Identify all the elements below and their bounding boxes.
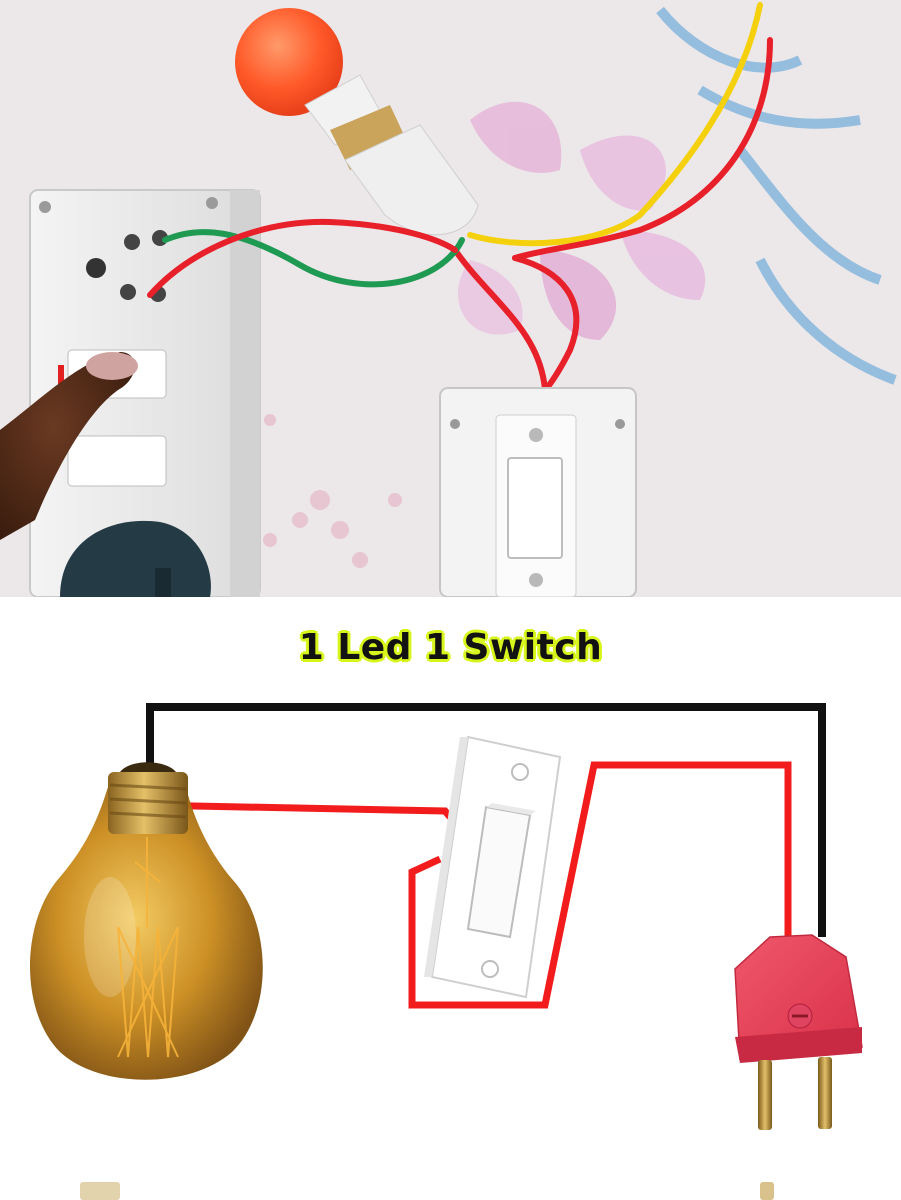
led-bulb-photo <box>235 8 479 236</box>
cropped-element <box>80 1182 120 1200</box>
switch-box-photo <box>439 387 637 597</box>
diagram-title: 1 Led 1 Switch <box>298 627 603 668</box>
flower-decoration <box>458 101 706 340</box>
wiring-photo-illustration <box>0 0 901 597</box>
neutral-wire <box>146 703 826 937</box>
cropped-element <box>760 1182 774 1200</box>
wires-photo <box>147 2 773 393</box>
wiring-diagram: 1 Led 1 Switch <box>0 597 901 1200</box>
wiring-photo <box>0 0 901 597</box>
phase-wire-switch-to-plug <box>408 761 792 1009</box>
circuit-svg <box>30 703 863 1200</box>
finger <box>0 352 135 540</box>
leaf-decoration <box>656 6 897 385</box>
bulb-icon <box>30 762 263 1080</box>
switch-icon <box>424 735 562 999</box>
plug-icon <box>734 934 863 1130</box>
